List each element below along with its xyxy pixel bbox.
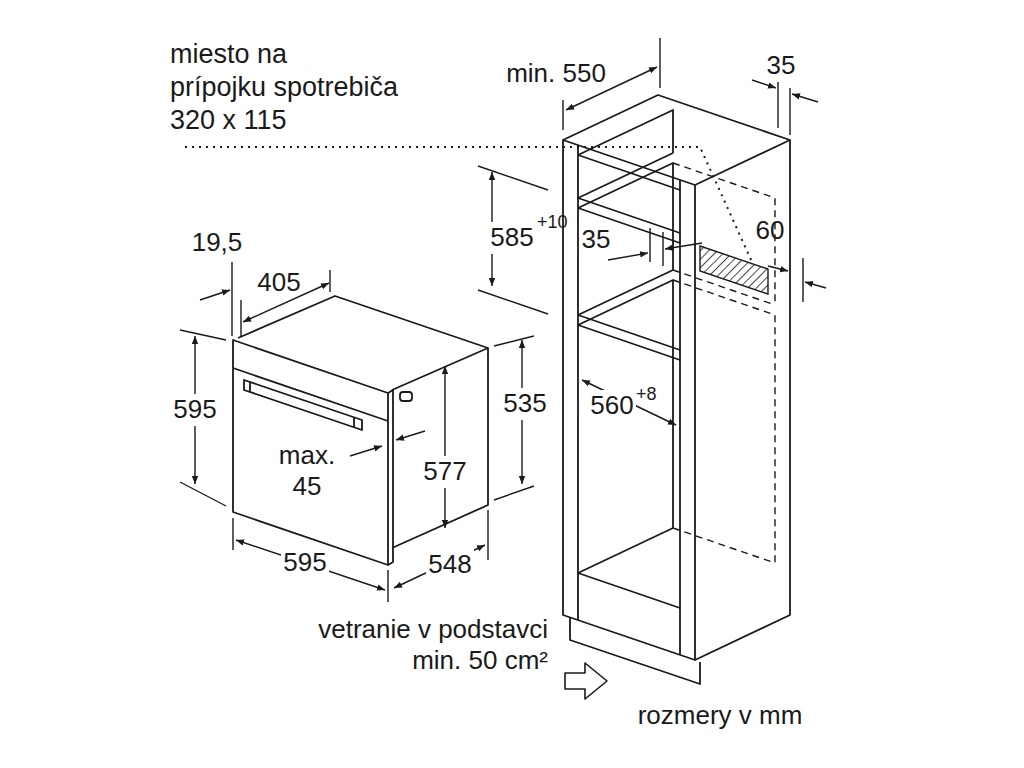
connection-area [700,246,768,294]
dimension-line [394,545,485,588]
dimension-arrow [665,243,702,249]
extension-line [778,82,790,135]
units-note: rozmery v mm [638,700,803,731]
tolerance-text: +10 [537,212,568,234]
dimension-line [582,380,676,425]
cabinet-outline [563,95,790,684]
dimension-arrow [752,80,776,88]
text-line: min. 50 cm² [318,645,548,676]
dimension-text: 595 [281,547,328,578]
extension-line [650,228,663,266]
text-line: prípojku spotrebiča [170,71,398,104]
dimension-line [444,366,445,528]
dimension-arrow [768,266,788,271]
dimension-arrow [792,94,818,102]
extension-line [232,262,330,336]
dimension-text: max. 45 [279,440,335,502]
dotted-leader [185,147,752,262]
dimension-arrow [608,253,648,260]
dimension-text: min. 550 [506,58,606,89]
dimension-text: 560 [588,390,635,421]
dimension-text: 595 [171,394,218,425]
oven-handle [244,380,362,430]
note-text: vetranie v podstavci min. 50 cm² [318,614,548,676]
extension-line [802,258,803,302]
cabinet-edge [563,140,695,660]
oven-outline [233,296,488,565]
text-line: 45 [279,471,335,502]
dimension-text: 35 [582,224,611,255]
cabinet-dimensions [478,38,826,425]
oven-top-edge [392,348,488,390]
hidden-edge [673,280,775,563]
airflow-arrow [565,663,607,699]
cabinet-side [695,140,790,660]
text-line: miesto na [170,38,398,71]
oven-dimensions [180,262,534,602]
text-line: 320 x 115 [170,104,398,137]
note-text: miesto na prípojku spotrebiča 320 x 115 [170,38,398,137]
dimension-text: 577 [421,456,468,487]
middle-shelf [578,315,680,360]
dimension-arrow [200,290,230,300]
dimension-text: 585 [488,222,535,253]
dimension-text: 19,5 [192,227,243,258]
text-line: vetranie v podstavci [318,614,548,645]
dimension-text: 535 [501,388,548,419]
cabinet-top [563,95,790,185]
dimension-text: 35 [767,50,796,81]
dimension-text: 548 [426,549,473,580]
tolerance-text: +8 [636,384,657,406]
door-latch [400,392,412,401]
niche-inside [578,163,673,315]
handle-grip [250,382,354,427]
lower-inside [578,280,673,573]
bottom-shelf [578,573,680,608]
text-line: max. [279,440,335,471]
dimension-arrow [805,282,826,288]
extension-line [487,510,488,560]
dimension-text: 60 [756,215,785,246]
cabinet-panel-inner [679,180,681,655]
dimension-arrow [396,431,425,440]
extension-line [478,166,548,314]
dimension-arrow [350,446,382,456]
oven-front [233,340,388,565]
front-thickness [388,390,393,565]
cabinet-panel-inner [577,145,579,620]
extension-line [233,518,388,602]
dimension-line [236,540,385,590]
dimension-text: 405 [257,267,300,298]
